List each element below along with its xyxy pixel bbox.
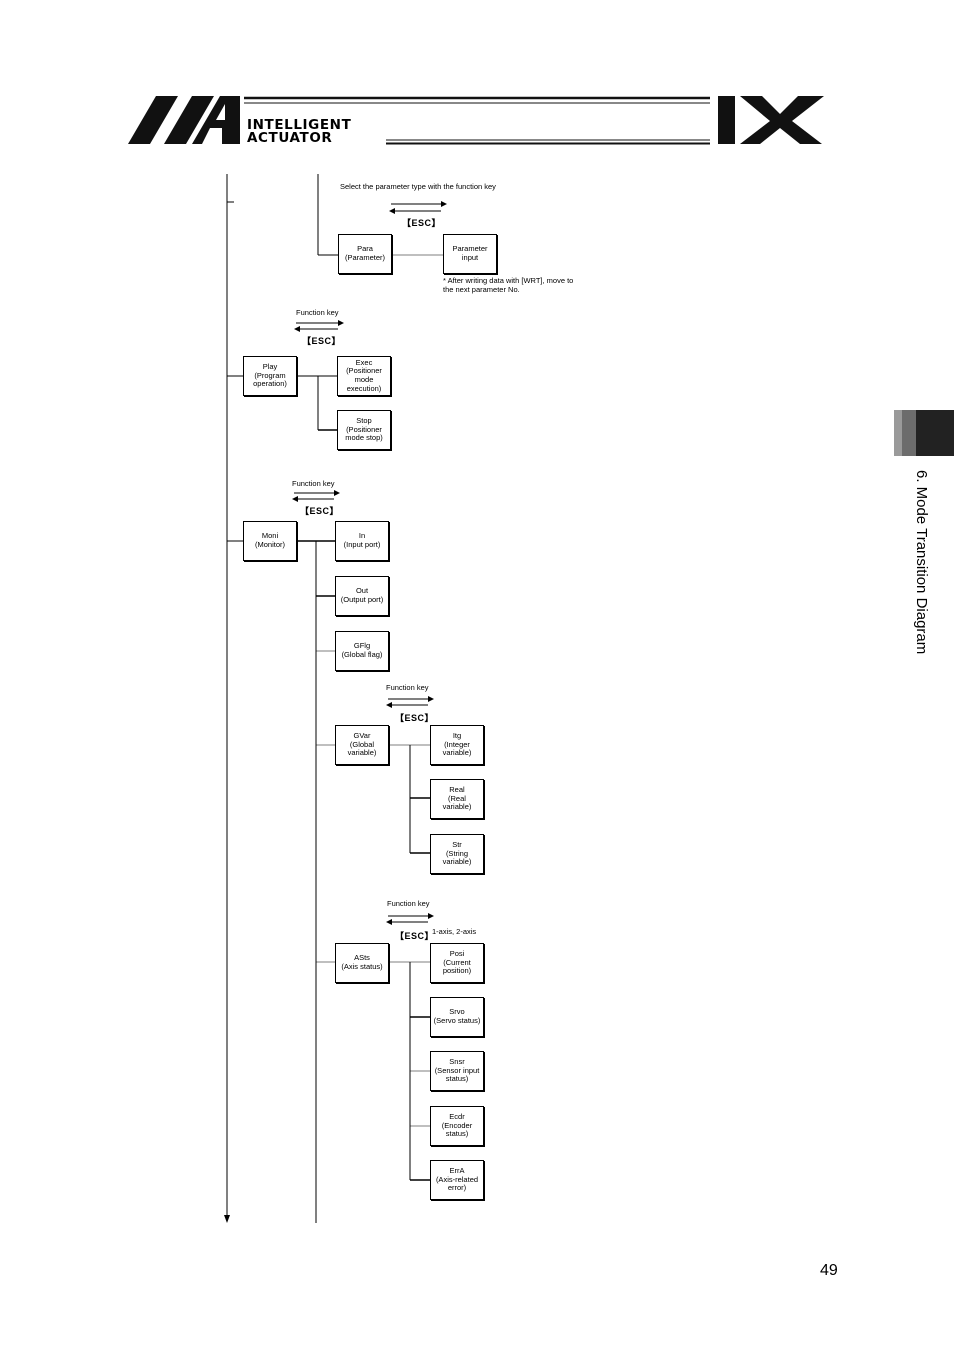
srvo-box: Srvo (Servo status) xyxy=(430,997,484,1037)
itg-box: Itg (Integer variable) xyxy=(430,725,484,765)
function-key-label-play: Function key xyxy=(296,308,339,317)
posi-box: Posi (Current position) xyxy=(430,943,484,983)
para-instruction: Select the parameter type with the funct… xyxy=(340,182,496,191)
para-footnote: * After writing data with [WRT], move to… xyxy=(443,276,574,294)
ia-logo-mark xyxy=(128,96,240,144)
gvar-box: GVar (Global variable) xyxy=(335,725,389,765)
moni-box: Moni (Monitor) xyxy=(243,521,297,561)
header-rule-lines xyxy=(244,96,710,145)
tab-stripe-mid xyxy=(902,410,916,456)
parameter-input-box: Parameter input xyxy=(443,234,497,274)
ecdr-box: Ecdr (Encoder status) xyxy=(430,1106,484,1146)
gflg-box: GFlg (Global flag) xyxy=(335,631,389,671)
para-box: Para (Parameter) xyxy=(338,234,392,274)
erra-box: ErrA (Axis-related error) xyxy=(430,1160,484,1200)
function-key-label-asts: Function key xyxy=(387,899,430,908)
exec-box: Exec (Positioner mode execution) xyxy=(337,356,391,396)
axis-note: 1-axis, 2-axis xyxy=(432,927,477,936)
tab-block-dark xyxy=(916,410,954,456)
esc-label-gvar: 【ESC】 xyxy=(395,713,435,723)
esc-label-asts: 【ESC】 xyxy=(395,931,435,941)
logo-text-intelligent: INTELLIGENT xyxy=(247,117,352,133)
page-number: 49 xyxy=(820,1262,838,1279)
esc-label-moni: 【ESC】 xyxy=(300,506,340,516)
esc-label-para: 【ESC】 xyxy=(402,218,442,228)
asts-box: ASts (Axis status) xyxy=(335,943,389,983)
str-box: Str (String variable) xyxy=(430,834,484,874)
real-box: Real (Real variable) xyxy=(430,779,484,819)
function-key-label-moni: Function key xyxy=(292,479,335,488)
logo-text-actuator: ACTUATOR xyxy=(247,130,333,146)
snsr-box: Snsr (Sensor input status) xyxy=(430,1051,484,1091)
play-box: Play (Program operation) xyxy=(243,356,297,396)
in-box: In (Input port) xyxy=(335,521,389,561)
ix-product-mark: IX xyxy=(718,96,824,144)
out-box: Out (Output port) xyxy=(335,576,389,616)
stop-box: Stop (Positioner mode stop) xyxy=(337,410,391,450)
tab-stripe-light xyxy=(894,410,902,456)
esc-label-play: 【ESC】 xyxy=(302,336,342,346)
function-key-label-gvar: Function key xyxy=(386,683,429,692)
